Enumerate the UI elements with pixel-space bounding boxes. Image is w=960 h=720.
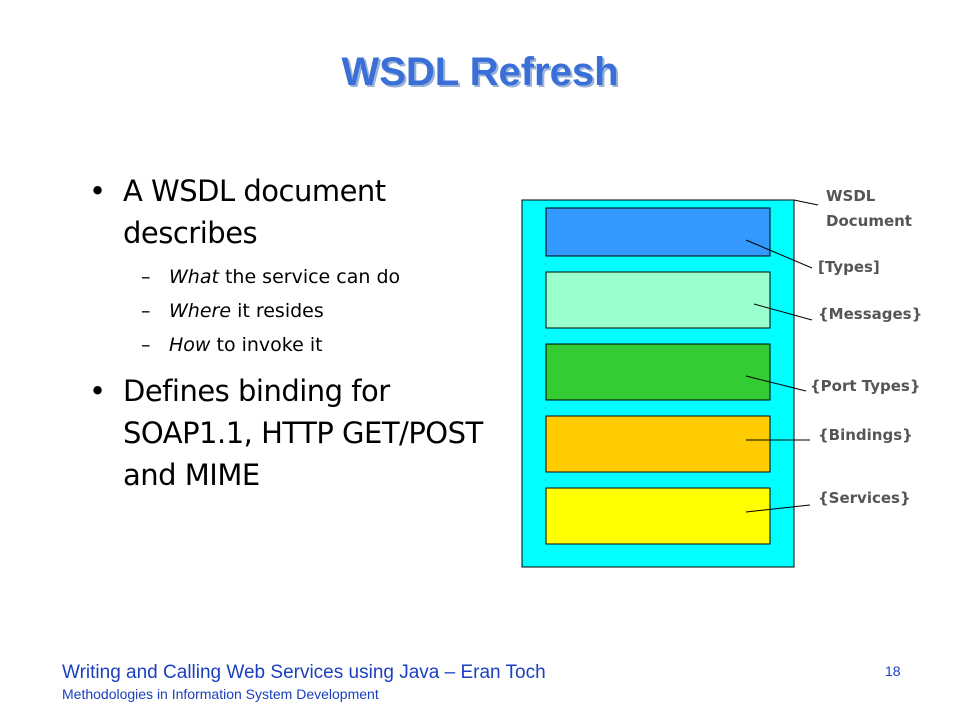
- label-messages: {Messages}: [818, 305, 923, 323]
- page-number: 18: [885, 663, 901, 679]
- footer-subtitle: Methodologies in Information System Deve…: [62, 686, 379, 702]
- slide-title: WSDL Refresh: [341, 50, 619, 94]
- services-leader-line: [745, 504, 811, 513]
- document-leader-line: [793, 199, 819, 206]
- types-leader-line: [745, 239, 813, 269]
- port-types-leader-line: [745, 375, 807, 392]
- sub-bullet-text: the service can do: [218, 266, 401, 288]
- sub-bullet-list: What the service can do Where it resides…: [85, 260, 505, 362]
- sub-bullet-how: How to invoke it: [85, 328, 505, 362]
- sub-bullet-emphasis: How: [169, 334, 211, 356]
- label-types: [Types]: [818, 258, 880, 276]
- sub-bullet-text: to invoke it: [210, 334, 323, 356]
- label-port-types: {Port Types}: [810, 377, 921, 395]
- bullet-binding: Defines binding for SOAP1.1, HTTP GET/PO…: [85, 370, 505, 496]
- messages-section: [545, 271, 771, 329]
- sub-bullet-where: Where it resides: [85, 294, 505, 328]
- label-services: {Services}: [818, 489, 911, 507]
- label-document: Document: [826, 212, 912, 230]
- sub-bullet-what: What the service can do: [85, 260, 505, 294]
- bindings-section: [545, 415, 771, 473]
- sub-bullet-emphasis: Where: [169, 300, 232, 322]
- types-section: [545, 207, 771, 257]
- label-bindings: {Bindings}: [818, 426, 913, 444]
- sub-bullet-emphasis: What: [169, 266, 219, 288]
- label-wsdl: WSDL: [826, 187, 876, 205]
- bullet-describes: A WSDL document describes: [85, 170, 505, 254]
- sub-bullet-text: it resides: [231, 300, 324, 322]
- bullet-list: A WSDL document describes What the servi…: [85, 170, 505, 496]
- services-section: [545, 487, 771, 545]
- messages-leader-line: [753, 303, 813, 321]
- port-types-section: [545, 343, 771, 401]
- footer-title: Writing and Calling Web Services using J…: [62, 662, 546, 683]
